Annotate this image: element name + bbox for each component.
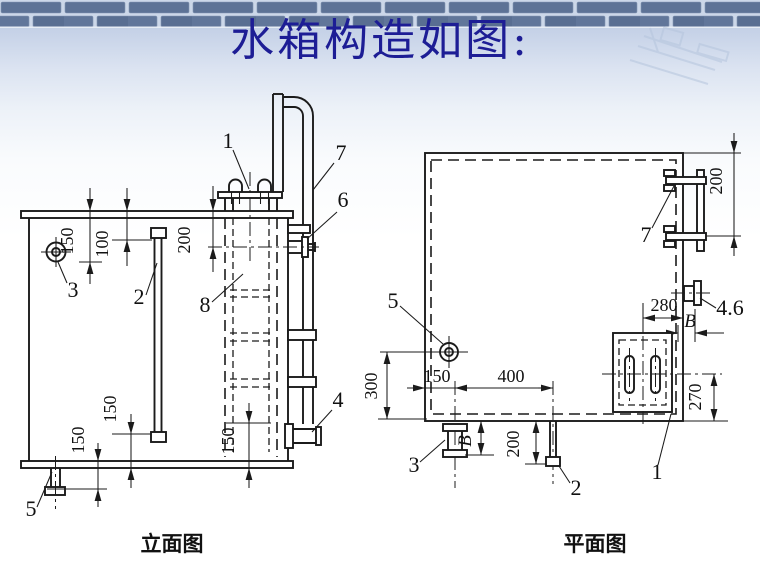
dim-label: 150 <box>68 427 88 454</box>
part-label-3-plan: 3 <box>409 452 420 477</box>
dim-elev-150-b: 150 <box>100 396 151 488</box>
part-label-7-plan: 7 <box>641 222 652 247</box>
pipe-3-plan: 3 <box>409 381 468 488</box>
pipe-brackets <box>287 224 317 388</box>
nozzle-6 <box>208 236 319 258</box>
part-label-7: 7 <box>336 140 347 165</box>
nozzle-plan: 4.6 <box>671 280 744 320</box>
dim-label-B: B <box>684 311 696 332</box>
dim-elev-150-a: 150 <box>47 427 107 507</box>
hole-3 <box>41 237 71 267</box>
dim-plan-200-bottom: 200 <box>503 421 546 465</box>
dim-label: 200 <box>503 431 523 458</box>
tank-body-elevation <box>20 210 294 469</box>
overflow-pipe <box>272 93 314 424</box>
internal-riser-hidden <box>224 172 278 457</box>
dim-label: 150 <box>218 428 238 455</box>
dim-plan-200-right: 200 <box>683 133 741 256</box>
dim-label: 150 <box>57 228 77 255</box>
hole-5-plan: 5 <box>380 288 468 368</box>
dim-label: 150 <box>100 396 120 423</box>
dim-plan-270: 270 <box>683 374 728 422</box>
plan-view: 7 200 4.6 280 <box>361 133 744 556</box>
part-label-5: 5 <box>26 496 37 521</box>
dim-label: 280 <box>651 295 678 315</box>
part-label-6: 6 <box>338 187 349 212</box>
part-label-2: 2 <box>134 284 145 309</box>
nozzle-4 <box>284 423 322 449</box>
hatch-plan: 1 <box>602 332 722 484</box>
ladder-plan: 7 <box>641 169 707 252</box>
part-label-4-6: 4.6 <box>716 295 744 320</box>
watermark-sketch <box>629 26 730 85</box>
slide-title: 水箱构造如图: <box>230 15 530 66</box>
manhole <box>217 178 283 211</box>
dim-plan-300: 300 <box>361 352 427 420</box>
elevation-caption: 立面图 <box>141 532 204 556</box>
dim-label: 200 <box>174 227 194 254</box>
dim-elev-150-top: 150 <box>57 188 102 284</box>
part-label-1-plan: 1 <box>652 459 663 484</box>
part-label-2-plan: 2 <box>571 475 582 500</box>
brick-border <box>0 0 760 28</box>
dim-plan-150-400: 150 400 <box>407 366 553 392</box>
dim-label: 100 <box>92 231 112 258</box>
elevation-view: 150 100 200 150 <box>20 93 349 556</box>
part-label-8: 8 <box>200 292 211 317</box>
part-label-3: 3 <box>68 277 79 302</box>
drain-5 <box>44 456 66 509</box>
part-label-5-plan: 5 <box>388 288 399 313</box>
dim-label-B: B <box>455 435 476 447</box>
dim-plan-B-bottom: B <box>455 421 494 456</box>
dim-elev-200: 200 <box>174 186 217 272</box>
part-label-4: 4 <box>333 387 344 412</box>
dim-elev-150-c: 150 <box>218 403 271 488</box>
internal-rod <box>150 227 167 443</box>
dim-label: 200 <box>706 168 726 195</box>
dim-label: 400 <box>498 366 525 386</box>
dim-label: 300 <box>361 373 381 400</box>
dim-plan-280: 280 <box>642 295 683 334</box>
dim-label: 150 <box>424 366 451 386</box>
dim-elev-100: 100 <box>92 188 152 266</box>
pipe-2-plan: 2 <box>545 381 582 500</box>
part-label-1: 1 <box>223 128 234 153</box>
elevation-part-labels: 1 2 3 4 5 6 7 8 <box>26 128 349 521</box>
dim-label: 270 <box>685 384 705 411</box>
plan-caption: 平面图 <box>564 532 627 556</box>
